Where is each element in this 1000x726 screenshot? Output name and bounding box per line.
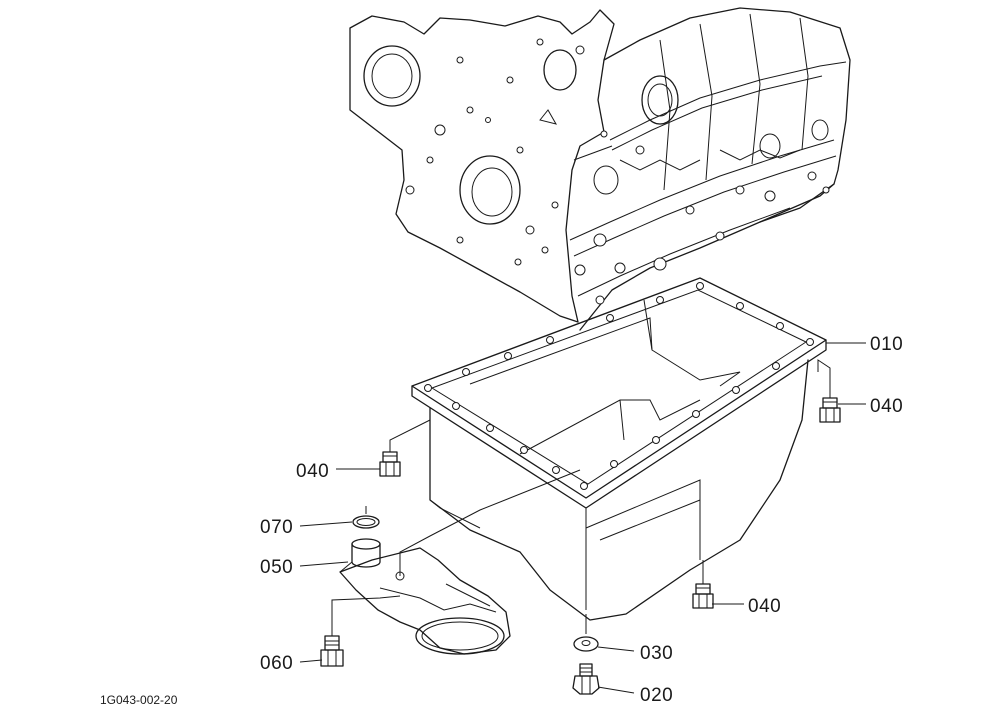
callout-050: 050 bbox=[260, 557, 293, 578]
engine-block bbox=[349, 7, 851, 331]
bolt-040-right bbox=[817, 359, 841, 423]
callout-060: 060 bbox=[260, 653, 293, 674]
callout-040-left: 040 bbox=[296, 461, 329, 482]
callout-020: 020 bbox=[640, 685, 673, 706]
callout-030: 030 bbox=[640, 643, 673, 664]
callout-040-right: 040 bbox=[870, 396, 903, 417]
drain-plug-020 bbox=[572, 663, 600, 695]
bolt-040-bottom bbox=[692, 560, 714, 609]
bolt-060 bbox=[320, 595, 401, 667]
drawing-code: 1G043-002-20 bbox=[100, 693, 178, 707]
callout-leaders bbox=[299, 342, 866, 694]
callout-010: 010 bbox=[870, 334, 903, 355]
o-ring-070 bbox=[352, 506, 380, 529]
callout-040-bottom: 040 bbox=[748, 596, 781, 617]
washer-030 bbox=[573, 614, 599, 652]
bolt-040-left bbox=[379, 419, 431, 477]
callout-070: 070 bbox=[260, 517, 293, 538]
oil-strainer-050 bbox=[339, 469, 581, 655]
oil-pan bbox=[411, 277, 827, 621]
flange-bolt-holes bbox=[424, 282, 814, 490]
